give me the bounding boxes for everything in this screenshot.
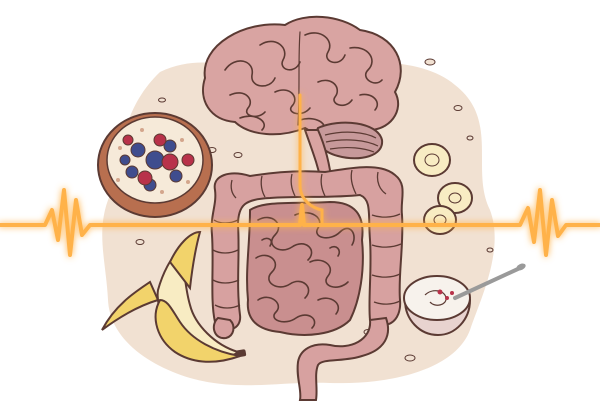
intestines <box>210 166 404 401</box>
peeled-banana <box>101 230 247 363</box>
pulse-line <box>0 93 600 257</box>
yogurt-cup <box>403 263 526 337</box>
brain <box>202 15 402 186</box>
oats-berries-bowl <box>97 112 213 218</box>
spoon <box>453 266 522 300</box>
